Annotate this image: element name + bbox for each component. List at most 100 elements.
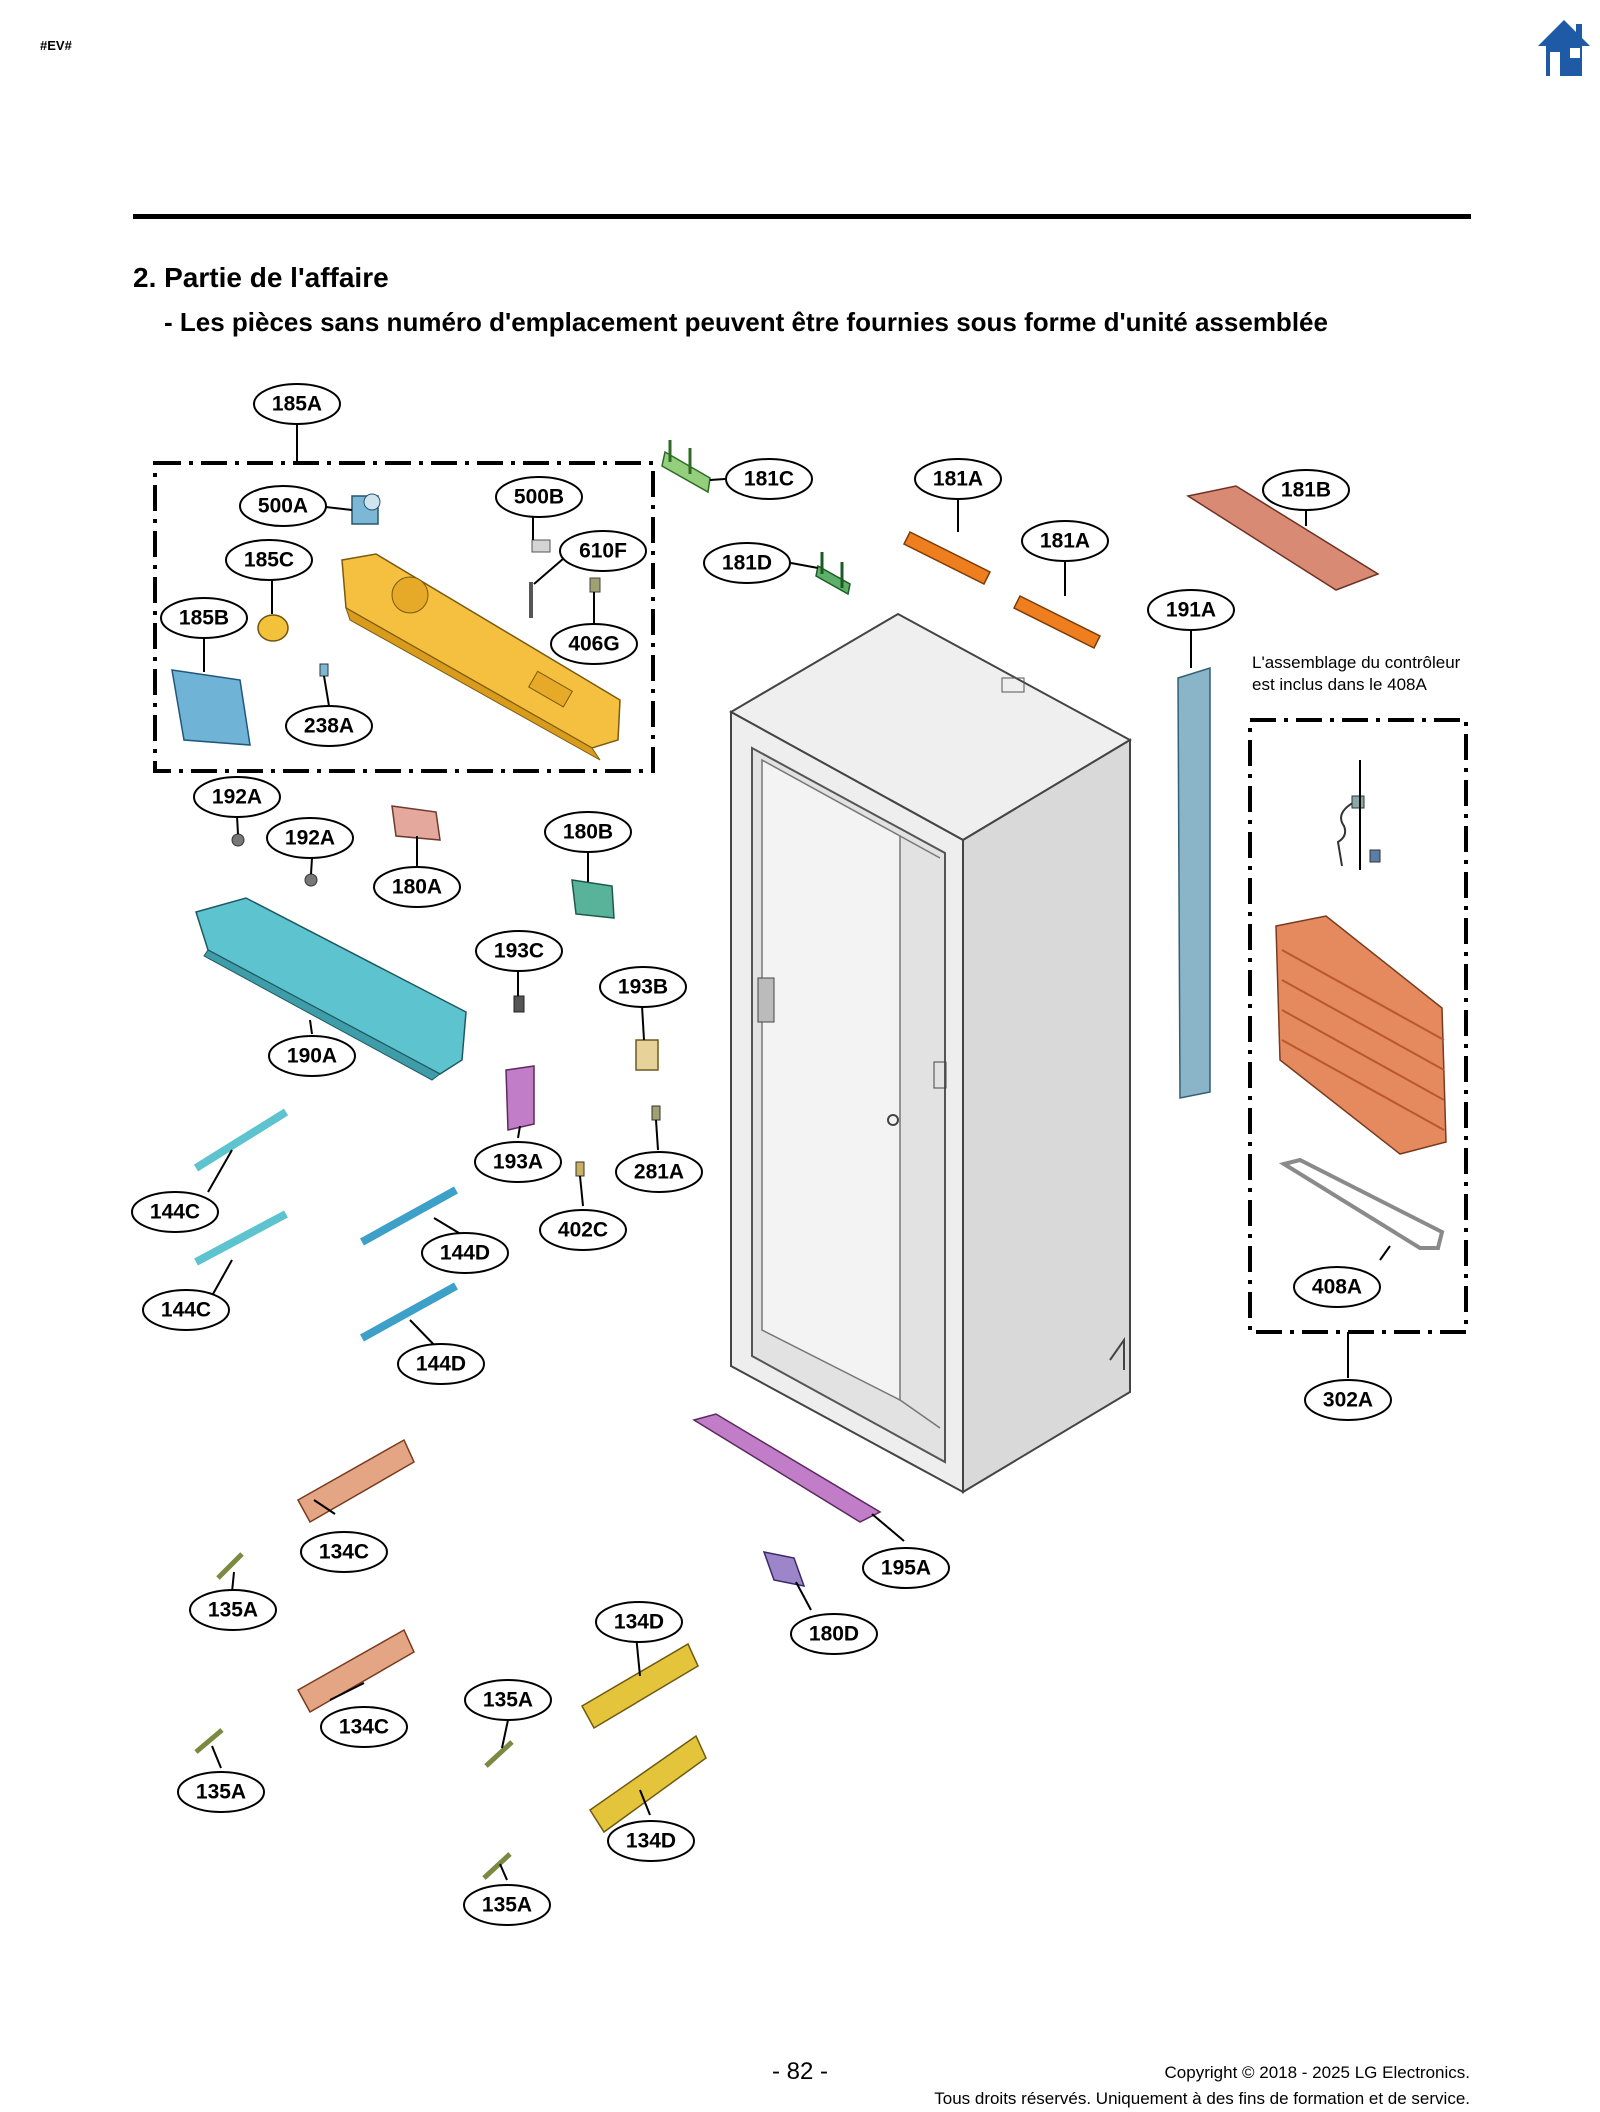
callout-label: 181A <box>1021 520 1109 562</box>
part-500A <box>351 493 381 525</box>
callout-label: 185C <box>225 539 313 581</box>
part-144C-a <box>193 1108 289 1172</box>
cabinet-case <box>728 612 1133 1494</box>
svg-text:180D: 180D <box>809 1623 859 1646</box>
svg-text:135A: 135A <box>483 1689 533 1712</box>
part-193B <box>635 1039 659 1071</box>
svg-text:144D: 144D <box>440 1242 490 1265</box>
part-144D-a <box>360 1186 458 1246</box>
part-135A-c <box>484 1740 514 1768</box>
callout-label: 135A <box>189 1589 277 1631</box>
svg-text:181D: 181D <box>722 552 772 575</box>
part-180B <box>571 879 615 919</box>
callout-label: 195A <box>862 1547 950 1589</box>
page-number: - 82 - <box>771 2058 828 2085</box>
callout-label: 135A <box>464 1679 552 1721</box>
svg-text:144C: 144C <box>150 1201 200 1224</box>
callout-label: 144C <box>131 1191 219 1233</box>
svg-text:610F: 610F <box>579 540 627 563</box>
callout-label: 181A <box>914 458 1002 500</box>
callout-label: 406G <box>550 623 638 665</box>
callout-label: 135A <box>463 1884 551 1926</box>
part-134D-b <box>588 1734 707 1834</box>
svg-text:193A: 193A <box>493 1151 543 1174</box>
svg-text:402C: 402C <box>558 1219 608 1242</box>
callout-label: 181D <box>703 542 791 584</box>
rights-line: Tous droits réservés. Uniquement à des f… <box>934 2089 1470 2108</box>
callout-label: 144C <box>142 1289 230 1331</box>
part-195A <box>692 1413 882 1523</box>
part-180D <box>762 1551 806 1587</box>
home-icon[interactable] <box>1536 18 1592 80</box>
callout-label: 302A <box>1304 1379 1392 1421</box>
copyright-block: Copyright © 2018 - 2025 LG Electronics. … <box>934 2060 1470 2112</box>
part-181B <box>1186 485 1380 591</box>
callout-label: 135A <box>177 1771 265 1813</box>
svg-text:185C: 185C <box>244 549 294 572</box>
callout-label: 185B <box>160 597 248 639</box>
part-135A-d <box>482 1852 512 1880</box>
svg-text:408A: 408A <box>1312 1276 1362 1299</box>
svg-text:281A: 281A <box>634 1161 684 1184</box>
part-181A-lower <box>1012 594 1102 650</box>
part-135A-a <box>216 1552 244 1580</box>
callout-label: 281A <box>615 1151 703 1193</box>
svg-text:180B: 180B <box>563 821 613 844</box>
svg-text:134C: 134C <box>339 1716 389 1739</box>
svg-text:185B: 185B <box>179 607 229 630</box>
part-180A <box>391 805 441 841</box>
callout-label: 191A <box>1147 589 1235 631</box>
part-134C-a <box>296 1438 415 1524</box>
header-rule <box>133 214 1471 219</box>
copyright-line: Copyright © 2018 - 2025 LG Electronics. <box>1164 2063 1470 2082</box>
svg-text:135A: 135A <box>208 1599 258 1622</box>
callout-label: 180A <box>373 866 461 908</box>
controller-note: L'assemblage du contrôleur est inclus da… <box>1252 653 1461 694</box>
callout-label: 193C <box>475 930 563 972</box>
svg-text:180A: 180A <box>392 876 442 899</box>
svg-text:192A: 192A <box>285 827 335 850</box>
svg-text:134C: 134C <box>319 1541 369 1564</box>
svg-text:238A: 238A <box>304 715 354 738</box>
svg-text:135A: 135A <box>196 1781 246 1804</box>
part-blue-panel <box>171 669 251 746</box>
callout-label: 192A <box>193 776 281 818</box>
callout-label: 500A <box>239 485 327 527</box>
part-144C-b <box>194 1210 288 1266</box>
callout-label: 192A <box>266 817 354 859</box>
callout-label: 408A <box>1293 1266 1381 1308</box>
part-281A <box>651 1105 661 1121</box>
part-238A <box>319 663 329 677</box>
callout-label: 144D <box>421 1232 509 1274</box>
part-evaporator <box>1275 915 1447 1155</box>
svg-text:181A: 181A <box>1040 530 1090 553</box>
callout-label: 610F <box>559 530 647 572</box>
callout-label: 500B <box>495 476 583 518</box>
callout-label: 134C <box>300 1531 388 1573</box>
svg-text:144C: 144C <box>161 1299 211 1322</box>
callout-label: 134D <box>607 1820 695 1862</box>
part-500B <box>531 539 551 553</box>
part-135A-b <box>194 1728 224 1754</box>
svg-text:193C: 193C <box>494 940 544 963</box>
group-box-302A <box>1248 718 1468 1334</box>
part-190A <box>195 897 467 1081</box>
callout-label: 180D <box>790 1613 878 1655</box>
svg-text:134D: 134D <box>626 1830 676 1853</box>
part-heater <box>1278 1157 1445 1250</box>
callout-label: 238A <box>285 705 373 747</box>
svg-text:185A: 185A <box>272 393 322 416</box>
callout-label: 144D <box>397 1343 485 1385</box>
svg-text:135A: 135A <box>482 1894 532 1917</box>
part-406G <box>589 577 601 593</box>
svg-text:302A: 302A <box>1323 1389 1373 1412</box>
part-192A-a <box>231 833 245 847</box>
part-193C <box>513 995 525 1013</box>
callout-label: 181B <box>1262 469 1350 511</box>
callout-label: 185A <box>253 383 341 425</box>
document-tag: #EV# <box>40 38 72 53</box>
part-144D-b <box>360 1282 458 1342</box>
svg-text:181B: 181B <box>1281 479 1331 502</box>
part-134D-a <box>580 1642 699 1730</box>
